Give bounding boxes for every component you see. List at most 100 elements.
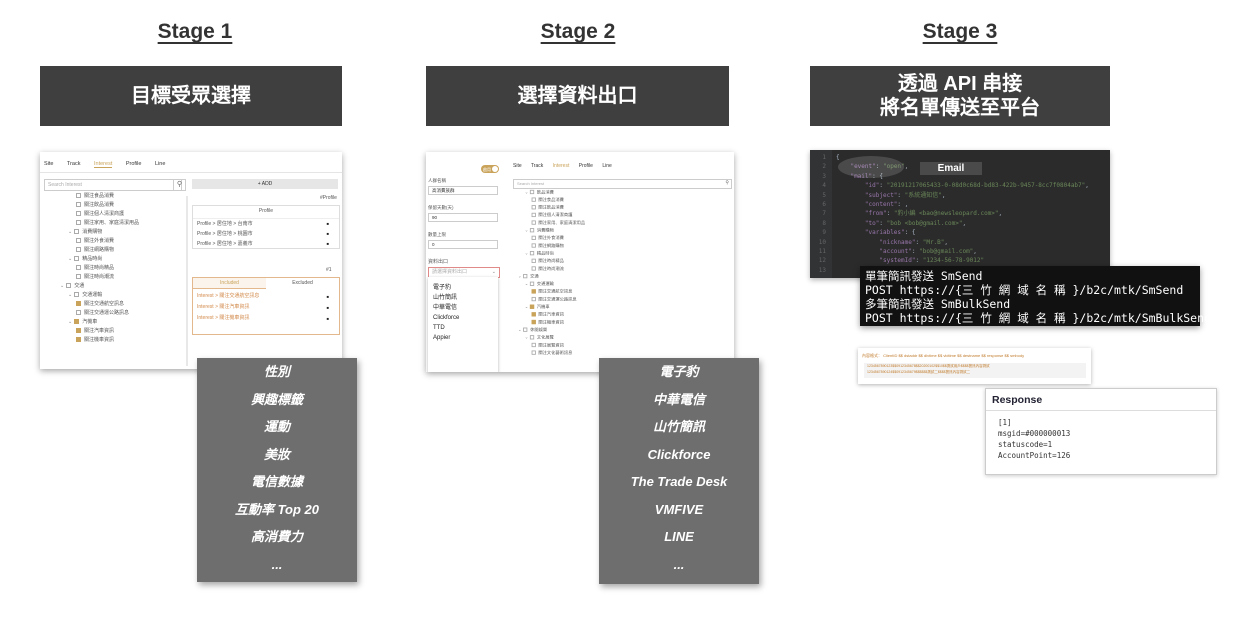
interest-search-input[interactable]: Search Interest ⚲ — [513, 179, 732, 189]
tree-item[interactable]: 關注時尚精品 — [60, 264, 190, 273]
tree-item[interactable]: 關注食品消費 — [60, 192, 190, 201]
checkbox[interactable] — [530, 251, 535, 256]
tree-item[interactable]: ⌄消費購物 — [518, 227, 688, 235]
tab-track[interactable]: Track — [530, 163, 544, 169]
search-icon[interactable]: ⚲ — [725, 180, 729, 186]
output-option[interactable]: Clickforce — [433, 315, 460, 321]
tree-item[interactable]: ⌄汽機車 — [60, 318, 190, 327]
checkbox[interactable] — [530, 228, 535, 233]
output-option[interactable]: 電子豹 — [433, 285, 452, 291]
enable-toggle[interactable]: 啟用 — [481, 165, 499, 173]
checkbox[interactable] — [76, 211, 81, 217]
tab-track[interactable]: Track — [66, 161, 81, 167]
trash-icon[interactable]: ■ — [326, 221, 329, 226]
checkbox[interactable] — [76, 193, 81, 199]
checkbox[interactable] — [76, 238, 81, 244]
checkbox-checked[interactable] — [74, 319, 80, 325]
chevron-down-icon[interactable]: ⌄ — [68, 319, 73, 325]
checkbox-checked[interactable] — [76, 301, 81, 307]
tree-item[interactable]: 關注交通運公路訊息 — [60, 309, 190, 318]
tree-item[interactable]: ⌄交通運輸 — [60, 291, 190, 300]
tree-item[interactable]: 關注機車資訊 — [60, 336, 190, 345]
output-option[interactable]: Appier — [433, 335, 451, 341]
tree-item[interactable]: 關注展覽資訊 — [518, 342, 688, 350]
tree-item[interactable]: 關注機車資訊 — [518, 319, 688, 327]
tree-item[interactable]: 關注個人清潔商護 — [60, 210, 190, 219]
chevron-down-icon[interactable]: ⌄ — [60, 283, 65, 289]
checkbox[interactable] — [74, 256, 80, 262]
checkbox[interactable] — [531, 220, 536, 225]
checkbox[interactable] — [530, 335, 535, 340]
checkbox[interactable] — [530, 189, 535, 195]
field-input[interactable]: 90 — [428, 213, 498, 222]
tab-profile[interactable]: Profile — [125, 161, 142, 167]
chevron-down-icon[interactable]: ⌄ — [518, 274, 522, 280]
checkbox-checked[interactable] — [531, 320, 536, 325]
tree-item[interactable]: 關注交通運公路訊息 — [518, 296, 688, 304]
tree-item[interactable]: ⌄休閒娛樂 — [518, 327, 688, 335]
interest-search-input[interactable]: Search Interest — [44, 179, 182, 191]
checkbox-checked[interactable] — [531, 312, 536, 317]
chevron-down-icon[interactable]: ⌄ — [68, 229, 73, 235]
trash-icon[interactable]: ■ — [326, 294, 329, 299]
tree-item[interactable]: 關注時尚精品 — [518, 258, 688, 266]
checkbox[interactable] — [76, 310, 81, 316]
chevron-down-icon[interactable]: ⌄ — [524, 281, 529, 287]
checkbox-checked[interactable] — [76, 328, 81, 334]
checkbox[interactable] — [74, 229, 80, 235]
tree-item[interactable]: ⌄飲品消費 — [518, 189, 688, 197]
checkbox[interactable] — [531, 243, 536, 248]
checkbox[interactable] — [76, 202, 81, 208]
output-option[interactable]: 山竹簡訊 — [433, 295, 458, 301]
chevron-down-icon[interactable]: ⌄ — [524, 228, 529, 234]
tree-item[interactable]: ⌄交通運輸 — [518, 281, 688, 289]
tree-item[interactable]: ⌄交通 — [60, 282, 190, 291]
checkbox[interactable] — [531, 266, 536, 271]
tree-item[interactable]: 關注交通航空訊息 — [518, 288, 688, 296]
excluded-tab[interactable]: Excluded — [292, 280, 313, 286]
checkbox[interactable] — [74, 292, 80, 298]
tree-item[interactable]: 關注汽車資訊 — [60, 327, 190, 336]
chevron-down-icon[interactable]: ⌄ — [68, 292, 73, 298]
trash-icon[interactable]: ■ — [326, 231, 329, 236]
tree-scrollbar[interactable] — [186, 196, 188, 366]
tree-item[interactable]: 關注飲品消費 — [60, 201, 190, 210]
chevron-down-icon[interactable]: ⌄ — [524, 335, 529, 341]
tab-site[interactable]: Site — [513, 163, 522, 169]
chevron-down-icon[interactable]: ⌄ — [524, 304, 529, 310]
tree-item[interactable]: 關注家用、家庭清潔用品 — [518, 220, 688, 228]
chevron-down-icon[interactable]: ⌄ — [68, 256, 73, 262]
tab-line[interactable]: Line — [155, 161, 166, 167]
trash-icon[interactable]: ■ — [326, 241, 329, 246]
checkbox[interactable] — [66, 283, 72, 289]
checkbox[interactable] — [76, 265, 81, 271]
tab-interest[interactable]: Interest — [94, 161, 113, 168]
add-button[interactable]: + ADD — [192, 179, 338, 189]
chevron-down-icon[interactable]: ⌄ — [524, 189, 529, 195]
checkbox[interactable] — [531, 205, 536, 210]
tree-item[interactable]: 關注文化藝術訊息 — [518, 350, 688, 358]
tree-item[interactable]: 關注家用、家庭清潔用品 — [60, 219, 190, 228]
checkbox[interactable] — [530, 281, 535, 287]
tree-item[interactable]: 關注時尚潮流 — [60, 273, 190, 282]
tab-site[interactable]: Site — [44, 161, 54, 167]
tree-item[interactable]: 關注外食消費 — [60, 237, 190, 246]
output-option[interactable]: 中華電信 — [433, 305, 458, 311]
search-icon[interactable]: ⚲ — [173, 179, 186, 191]
checkbox[interactable] — [76, 274, 81, 280]
tree-item[interactable]: ⌄消費購物 — [60, 228, 190, 237]
field-input[interactable]: 0 — [428, 240, 498, 249]
tree-item[interactable]: 關注時尚潮流 — [518, 266, 688, 274]
output-option[interactable]: TTD — [433, 325, 445, 331]
checkbox[interactable] — [531, 342, 536, 348]
checkbox[interactable] — [531, 258, 536, 264]
tab-interest[interactable]: Interest — [552, 163, 570, 169]
checkbox[interactable] — [531, 197, 536, 202]
checkbox[interactable] — [531, 235, 536, 241]
checkbox[interactable] — [523, 274, 528, 279]
tree-item[interactable]: 關注飲品消費 — [518, 204, 688, 212]
tree-item[interactable]: ⌄精品時尚 — [60, 255, 190, 264]
tree-item[interactable]: 關注汽車資訊 — [518, 311, 688, 319]
tree-item[interactable]: 關注食品消費 — [518, 197, 688, 205]
tree-item[interactable]: ⌄精品時尚 — [518, 250, 688, 258]
